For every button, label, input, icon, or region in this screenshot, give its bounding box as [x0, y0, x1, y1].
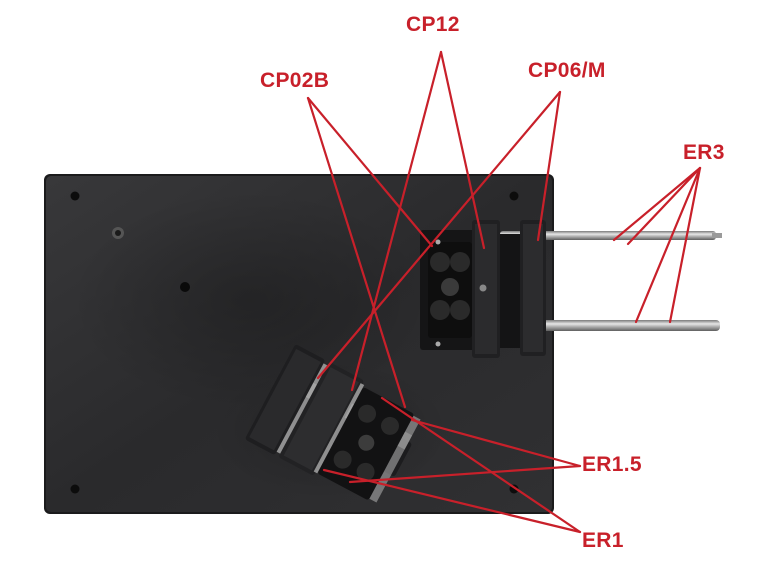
mounting-hole [509, 191, 519, 201]
mounting-hole [70, 484, 80, 494]
label-er3: ER3 [683, 141, 725, 164]
label-cp06m: CP06/M [528, 59, 606, 82]
upper-cage-assembly [420, 220, 546, 358]
tapped-hole [180, 282, 190, 292]
label-cp02b: CP02B [260, 69, 330, 92]
mounting-hole [70, 191, 80, 201]
label-er15: ER1.5 [582, 453, 642, 476]
leader-lines [306, 50, 702, 534]
er3-rods [500, 231, 722, 331]
lower-cage-assembly [245, 344, 421, 503]
label-er1: ER1 [582, 529, 624, 552]
label-cp12: CP12 [406, 13, 460, 36]
